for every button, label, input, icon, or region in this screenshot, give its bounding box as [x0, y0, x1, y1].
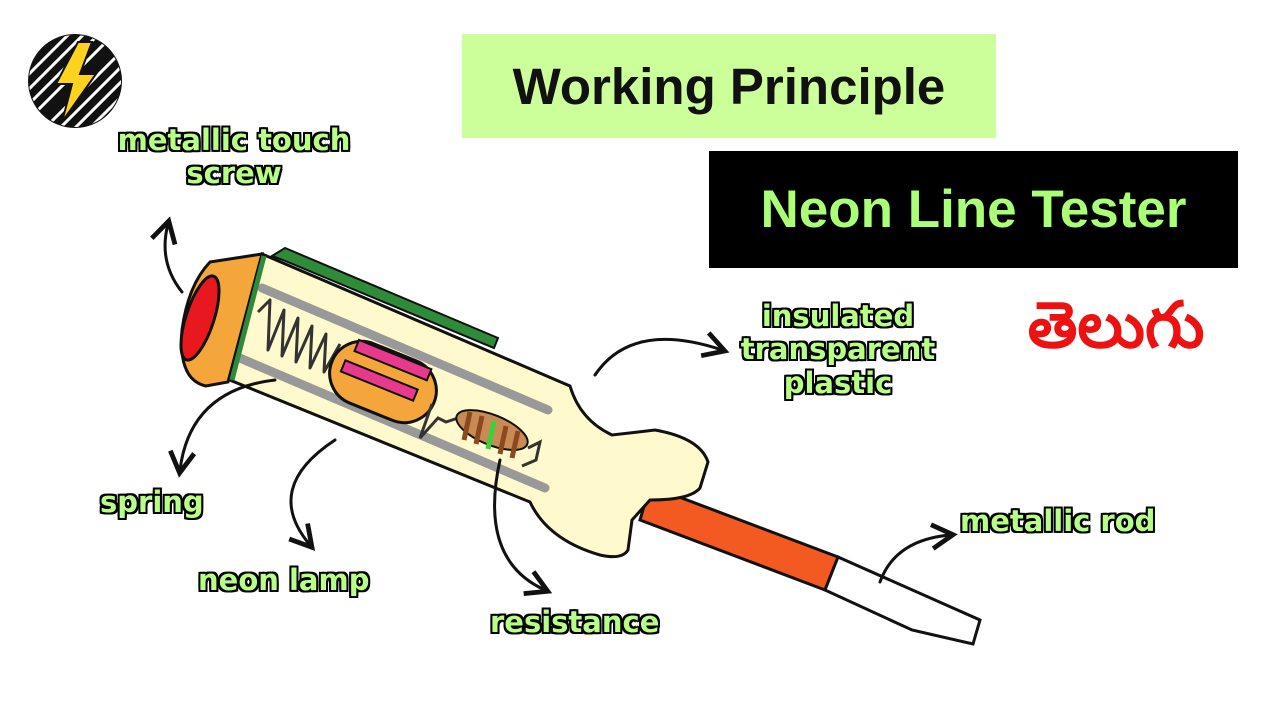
label-metallic-rod: metallic rod: [960, 504, 1156, 538]
plastic-body: [208, 252, 710, 559]
arrow-touch-screw: [150, 216, 184, 294]
spring: [256, 298, 342, 374]
lightning-logo-icon: [28, 34, 122, 128]
label-spring: spring: [100, 485, 204, 519]
touch-screw: [179, 274, 221, 362]
label-line: metallic touch: [117, 123, 351, 157]
label-line: plastic: [783, 365, 893, 400]
label-insulated-plastic: insulated transparent plastic: [738, 299, 938, 400]
arrow-plastic: [593, 331, 730, 377]
label-metallic-touch-screw: metallic touch screw: [100, 123, 368, 191]
arrow-spring: [168, 378, 277, 478]
inner-rails: [230, 283, 553, 493]
metallic-rod: [638, 484, 982, 646]
arrow-resistance: [493, 458, 553, 596]
subtitle-banner: Neon Line Tester: [709, 151, 1238, 268]
label-line: insulated: [761, 299, 915, 333]
label-line: transparent: [740, 332, 936, 367]
page-title: Working Principle: [512, 57, 946, 115]
arrow-metallic-rod: [878, 522, 958, 584]
label-neon-lamp: neon lamp: [198, 563, 370, 597]
title-banner: Working Principle: [462, 34, 996, 138]
label-line: screw: [186, 156, 282, 191]
pocket-clip: [269, 246, 500, 350]
page-subtitle: Neon Line Tester: [760, 180, 1187, 239]
language-label: తెలుగు: [1027, 288, 1205, 363]
arrow-neon-lamp: [288, 438, 337, 551]
neon-lamp: [328, 338, 438, 425]
resistor: [455, 409, 543, 468]
label-resistance: resistance: [490, 605, 660, 639]
